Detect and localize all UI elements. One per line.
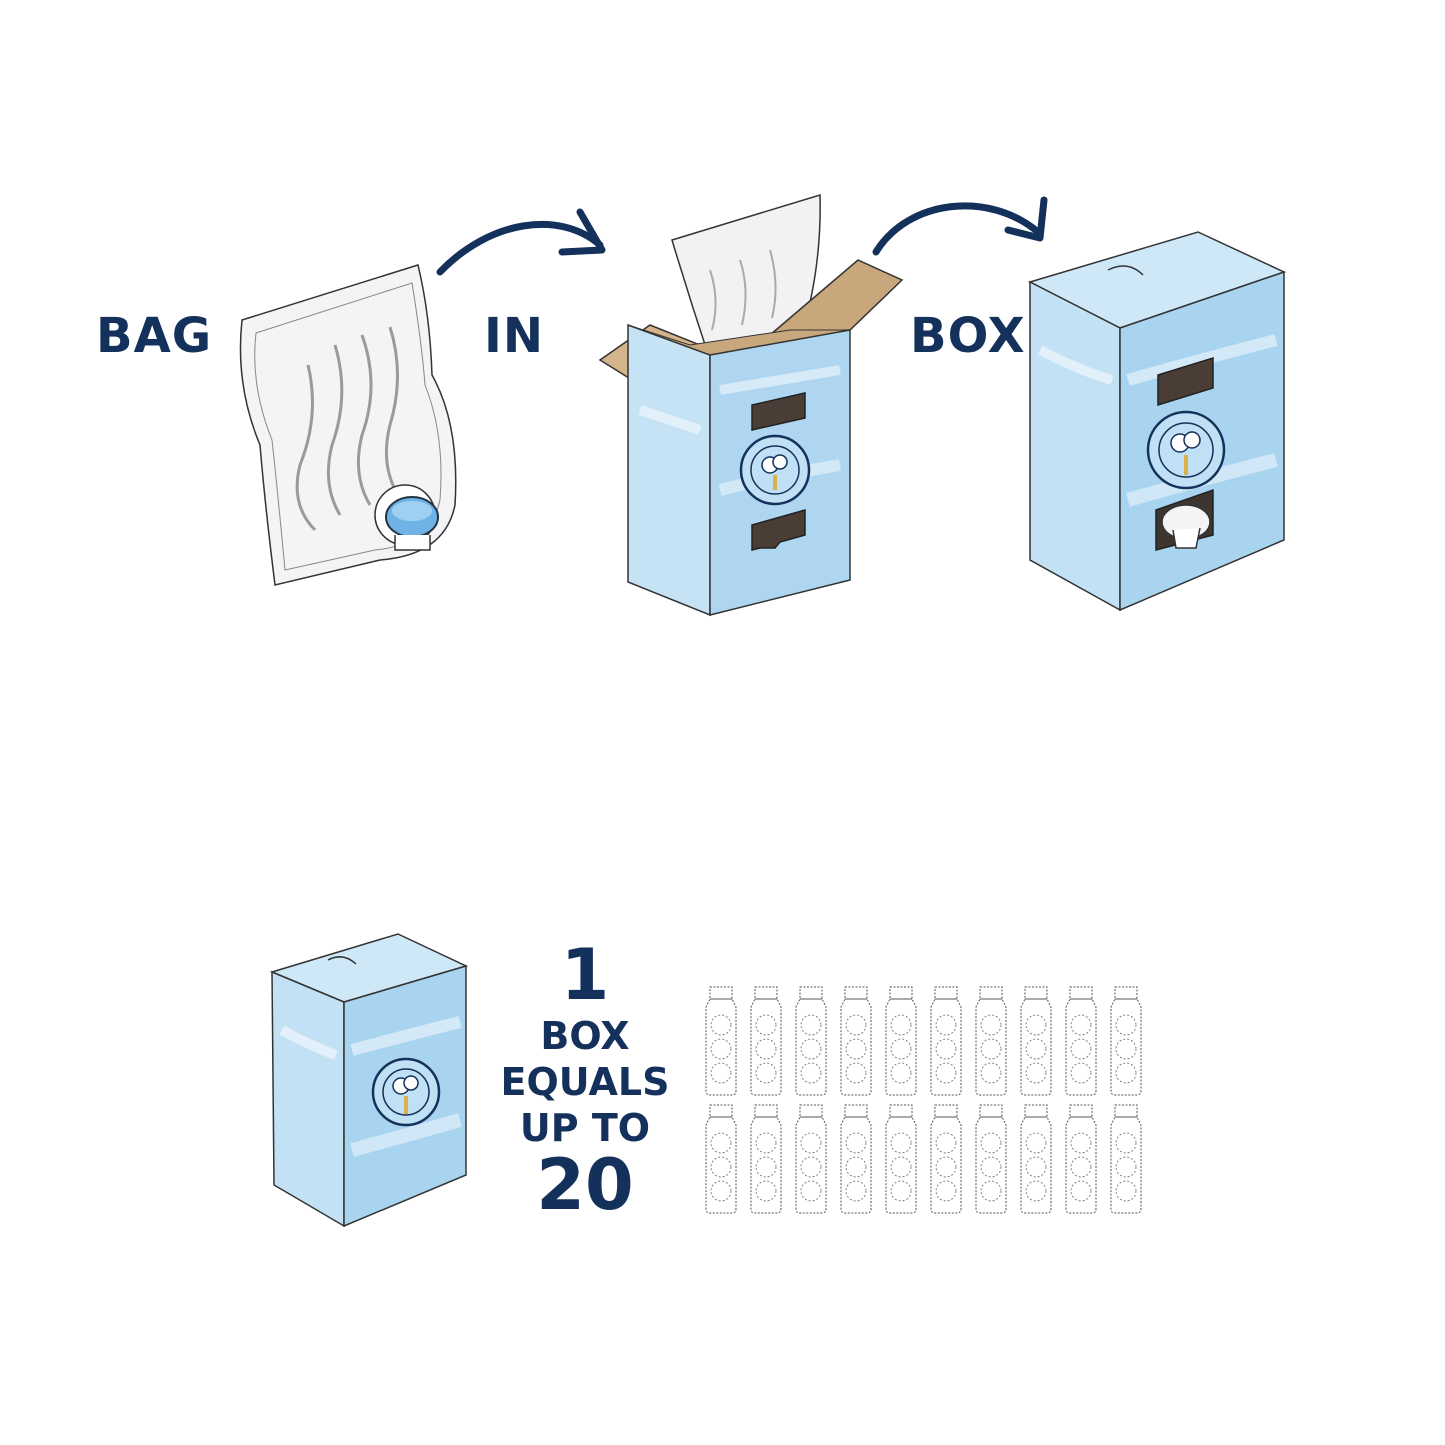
bottle-icon (1110, 986, 1142, 1096)
label-in: IN (484, 308, 545, 364)
bottle-icon (975, 986, 1007, 1096)
bottle-icon (750, 986, 782, 1096)
logo-badge (1146, 410, 1226, 490)
logo-badge (371, 1057, 441, 1127)
eq-line-box: BOX (540, 1014, 630, 1058)
label-box: BOX (910, 308, 1026, 364)
box-icon (1027, 231, 1287, 612)
bottle-icon (885, 1104, 917, 1214)
bottle-icon (1065, 1104, 1097, 1214)
logo-badge (739, 434, 811, 506)
bottle-icon (885, 986, 917, 1096)
bottle-icon (1020, 986, 1052, 1096)
bottle-icon (1065, 986, 1097, 1096)
bottle-icon (705, 1104, 737, 1214)
bottle-count: 20 (536, 1144, 634, 1226)
arrow-icon (872, 196, 1048, 256)
bottle-icon (840, 986, 872, 1096)
tap-icon (1155, 488, 1214, 551)
eq-line-equals: EQUALS (500, 1060, 670, 1104)
label-bag: BAG (96, 308, 213, 364)
bottle-icon (1110, 1104, 1142, 1214)
box-icon (598, 193, 904, 617)
bottle-icon (975, 1104, 1007, 1214)
bottle-icon (750, 1104, 782, 1214)
bottle-icon (840, 1104, 872, 1214)
bottle-icon (705, 986, 737, 1096)
arrow-icon (436, 208, 606, 276)
box-icon (269, 933, 469, 1228)
bottle-icon (930, 986, 962, 1096)
bottles-grid (705, 986, 1142, 1214)
box-count: 1 (560, 934, 610, 1016)
eq-line-upto: UP TO (519, 1106, 651, 1150)
tap-icon (374, 484, 439, 551)
bottle-icon (930, 1104, 962, 1214)
bag-icon (239, 264, 457, 586)
bottle-icon (795, 986, 827, 1096)
bottle-icon (795, 1104, 827, 1214)
bottle-icon (1020, 1104, 1052, 1214)
